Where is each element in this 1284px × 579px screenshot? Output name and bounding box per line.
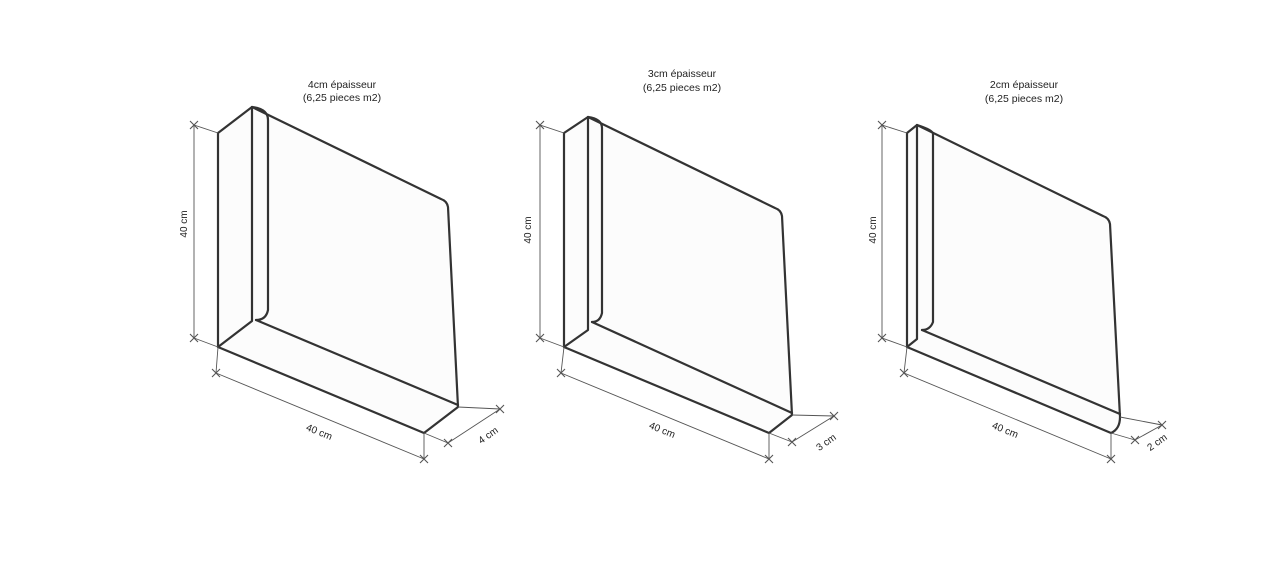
width-label: 40 cm bbox=[990, 420, 1019, 440]
thickness-label: 3 cm bbox=[815, 432, 839, 453]
width-label: 40 cm bbox=[647, 420, 676, 440]
tile-inner-edge bbox=[216, 105, 460, 407]
thickness-label: 2 cm bbox=[1146, 432, 1170, 453]
height-label: 40 cm bbox=[868, 216, 879, 243]
tile-inner-edge bbox=[562, 115, 794, 415]
tile-title-line2: (6,25 pieces m2) bbox=[303, 92, 381, 104]
thickness-label: 4 cm bbox=[477, 425, 501, 446]
tile-body bbox=[562, 115, 794, 435]
height-dimension: 40 cm bbox=[868, 120, 908, 348]
tile-title-line1: 2cm épaisseur bbox=[990, 79, 1059, 91]
tile-side-edge bbox=[915, 123, 935, 332]
tile-2cm: 2cm épaisseur (6,25 pieces m2) 40 cm 40 … bbox=[868, 79, 1170, 464]
tile-title-line2: (6,25 pieces m2) bbox=[643, 82, 721, 94]
tile-body bbox=[216, 105, 460, 435]
tile-body bbox=[905, 123, 1122, 435]
height-dimension: 40 cm bbox=[179, 120, 219, 348]
tile-3cm: 3cm épaisseur (6,25 pieces m2) 40 cm 40 … bbox=[523, 68, 839, 464]
height-label: 40 cm bbox=[179, 210, 190, 237]
width-label: 40 cm bbox=[304, 422, 333, 442]
tile-side-edge bbox=[250, 105, 270, 322]
height-dimension: 40 cm bbox=[523, 120, 565, 348]
tile-inner-edge bbox=[905, 123, 1122, 416]
tile-4cm: 4cm épaisseur (6,25 pieces m2) 40 cm 40 … bbox=[179, 79, 505, 464]
tile-side-edge bbox=[586, 115, 604, 324]
height-label: 40 cm bbox=[523, 216, 534, 243]
tile-title-line1: 3cm épaisseur bbox=[648, 68, 717, 80]
tile-title-line2: (6,25 pieces m2) bbox=[985, 93, 1063, 105]
tile-title-line1: 4cm épaisseur bbox=[308, 79, 377, 91]
